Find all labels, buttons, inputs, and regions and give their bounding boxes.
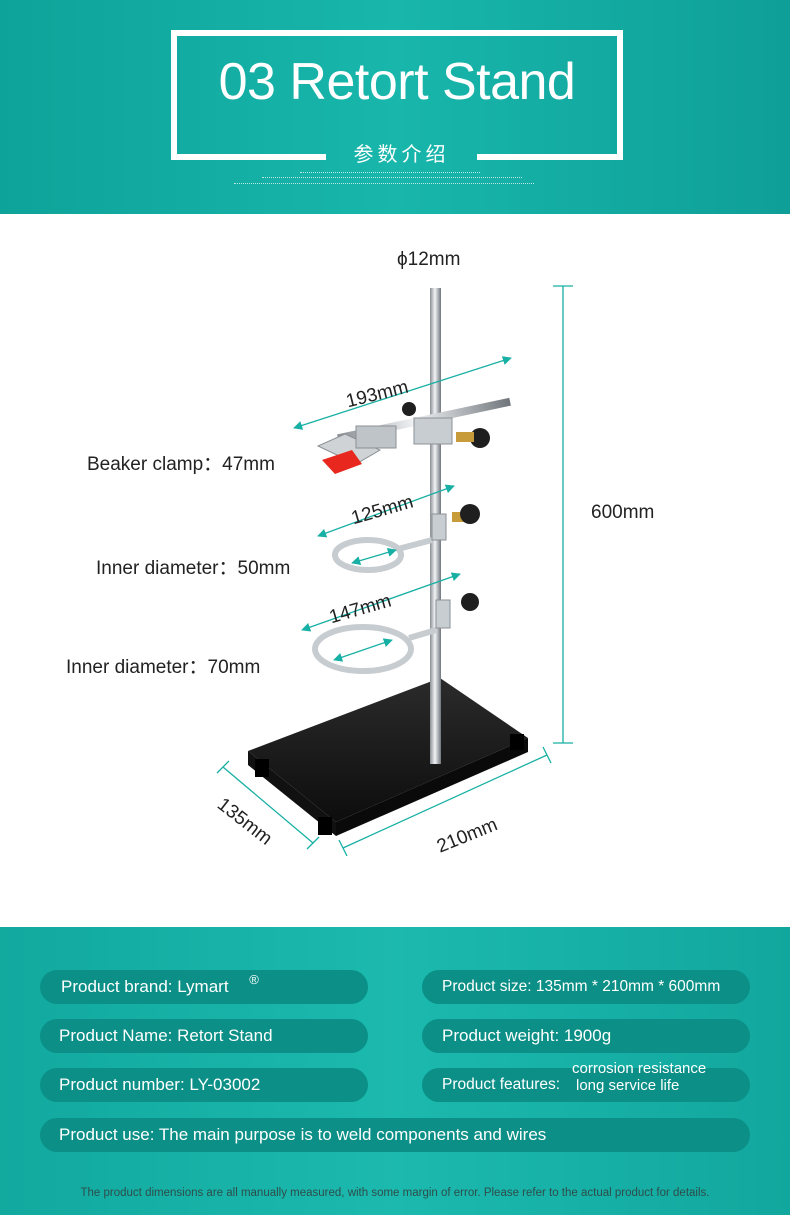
disclaimer-note: The product dimensions are all manually … bbox=[80, 1187, 710, 1199]
number-pill: Product number: LY-03002 bbox=[40, 1068, 368, 1102]
size-pill: Product size: 135mm * 210mm * 600mm bbox=[422, 970, 750, 1004]
dimension-lines bbox=[216, 285, 573, 857]
weight-text: Product weight: 1900g bbox=[442, 1026, 612, 1045]
beaker-clamp-label: Beaker clamp：47mm bbox=[87, 454, 275, 475]
ring1-inner-diameter-label: Inner diameter：50mm bbox=[96, 558, 291, 579]
beaker-clamp bbox=[316, 397, 511, 474]
header-banner: 03 Retort Stand 参数介绍 bbox=[0, 0, 790, 214]
brand-text: Product brand: Lymart bbox=[61, 977, 229, 996]
brand-pill: Product brand: Lymart ® bbox=[40, 970, 368, 1004]
use-text: Product use: The main purpose is to weld… bbox=[59, 1125, 547, 1144]
weight-pill: Product weight: 1900g bbox=[422, 1019, 750, 1053]
use-pill: Product use: The main purpose is to weld… bbox=[40, 1118, 750, 1152]
registered-mark: ® bbox=[249, 972, 259, 987]
title-frame-edge-right bbox=[477, 154, 617, 160]
feature-1: corrosion resistance bbox=[572, 1060, 707, 1077]
title-frame-edge-left bbox=[171, 154, 326, 160]
feature-2: long service life bbox=[576, 1077, 680, 1094]
name-text: Product Name: Retort Stand bbox=[59, 1026, 273, 1045]
page-subtitle: 参数介绍 bbox=[353, 142, 450, 166]
page-title: 03 Retort Stand bbox=[218, 53, 576, 111]
number-text: Product number: LY-03002 bbox=[59, 1075, 261, 1094]
decorative-dots bbox=[262, 177, 522, 179]
retort-stand-illustration bbox=[216, 285, 573, 857]
stand-base bbox=[248, 678, 528, 836]
features-label: Product features: bbox=[442, 1076, 561, 1093]
decorative-dots bbox=[300, 172, 480, 174]
size-text: Product size: 135mm * 210mm * 600mm bbox=[442, 978, 721, 995]
features-pill: Product features: corrosion resistance l… bbox=[422, 1060, 750, 1102]
name-pill: Product Name: Retort Stand bbox=[40, 1019, 368, 1053]
ring2-inner-diameter-label: Inner diameter：70mm bbox=[66, 657, 261, 678]
height-label: 600mm bbox=[591, 502, 655, 523]
rod-diameter-label: ϕ12mm bbox=[397, 249, 461, 270]
decorative-dots bbox=[234, 183, 534, 185]
product-diagram: ϕ12mm 193mm Beaker clamp：47mm 125mm Inne… bbox=[0, 214, 790, 927]
title-frame bbox=[171, 30, 623, 160]
